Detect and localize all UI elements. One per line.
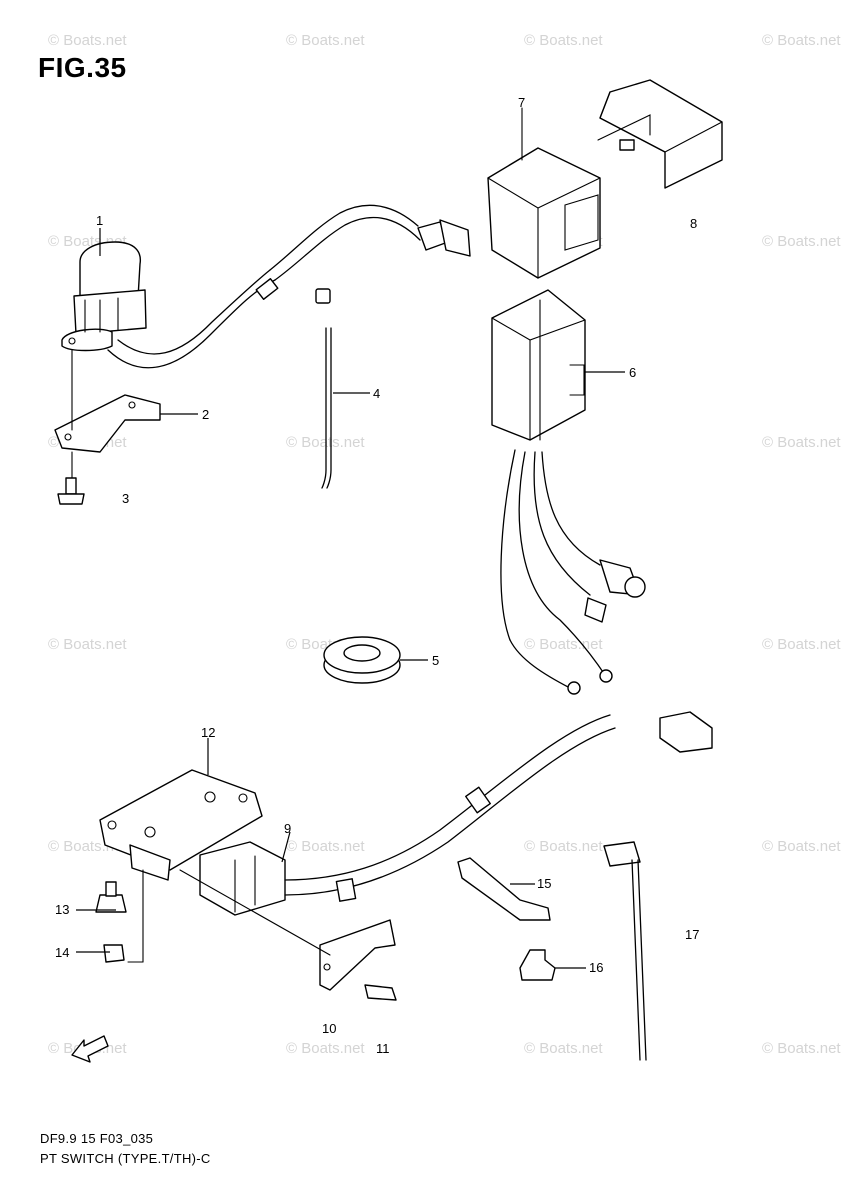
watermark: © Boats.net: [524, 32, 603, 49]
callout-11: 11: [376, 1041, 390, 1056]
pt-switch-part: [61, 204, 471, 369]
callout-17: 17: [685, 927, 700, 942]
callout-12: 12: [201, 725, 216, 740]
watermark: © Boats.net: [286, 1040, 365, 1057]
callout-7: 7: [518, 95, 526, 110]
lower-right-parts: [457, 841, 647, 1061]
figure-title: FIG.35: [38, 52, 127, 83]
watermark: © Boats.net: [762, 636, 841, 653]
callout-8: 8: [690, 216, 698, 231]
figure-code: DF9.9 15 F03_035: [40, 1131, 154, 1146]
watermark: © Boats.net: [48, 636, 127, 653]
watermark: © Boats.net: [762, 434, 841, 451]
watermark: © Boats.net: [286, 32, 365, 49]
callout-5: 5: [432, 653, 440, 668]
bracket-part: [54, 349, 161, 453]
callout-16: 16: [589, 960, 604, 975]
callout-9: 9: [284, 821, 292, 836]
figure-caption: PT SWITCH (TYPE.T/TH)-C: [40, 1151, 211, 1166]
box-cover-part: [487, 107, 601, 279]
callout-15: 15: [537, 876, 552, 891]
callout-13: 13: [55, 902, 70, 917]
watermark: © Boats.net: [524, 838, 603, 855]
cable-tie-part: [315, 288, 332, 489]
watermark: © Boats.net: [762, 233, 841, 250]
watermark: © Boats.net: [524, 636, 603, 653]
callout-1: 1: [96, 213, 104, 228]
watermark: © Boats.net: [524, 1040, 603, 1057]
watermark: © Boats.net: [762, 32, 841, 49]
switch-plate-assembly: [95, 711, 713, 1001]
screw-part: [57, 451, 85, 505]
control-unit-part: [491, 289, 646, 695]
holder-part: [597, 79, 723, 189]
watermark: © Boats.net: [762, 838, 841, 855]
leader-lines: [76, 228, 625, 969]
callout-10: 10: [322, 1021, 337, 1036]
callout-3: 3: [122, 491, 130, 506]
callout-4: 4: [373, 386, 381, 401]
forward-arrow-icon: [71, 1035, 109, 1063]
grommet-part: [323, 636, 401, 684]
callout-6: 6: [629, 365, 637, 380]
watermark: © Boats.net: [286, 838, 365, 855]
callout-2: 2: [202, 407, 210, 422]
callout-14: 14: [55, 945, 70, 960]
watermark: © Boats.net: [286, 434, 365, 451]
watermark: © Boats.net: [762, 1040, 841, 1057]
watermark: © Boats.net: [48, 32, 127, 49]
